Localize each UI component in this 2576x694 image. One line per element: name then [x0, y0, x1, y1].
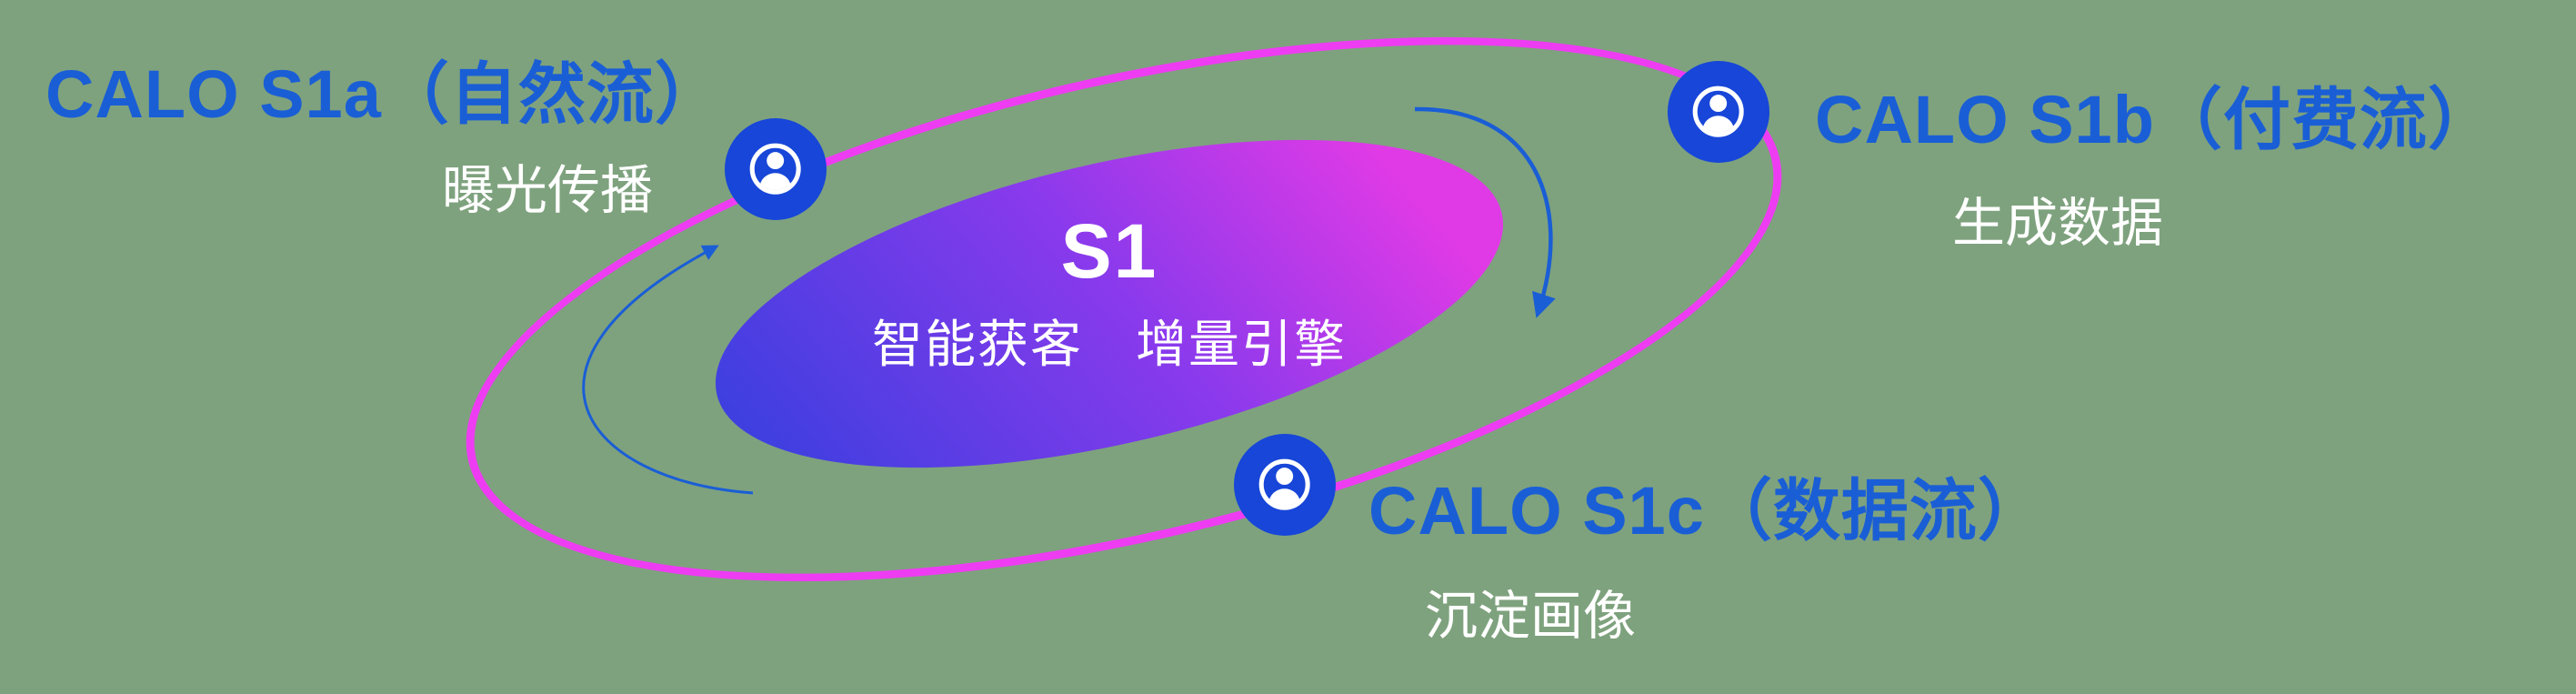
node-s1b — [1668, 61, 1769, 163]
label-title-s1a: CALO S1a（自然流） — [45, 56, 723, 132]
label-subtitle-s1c: 沉淀画像 — [1425, 587, 1637, 646]
core-label: S1 智能获客 增量引擎 — [837, 211, 1382, 377]
core-subtitle: 智能获客 增量引擎 — [872, 316, 1347, 374]
core-title: S1 — [1060, 208, 1158, 294]
label-subtitle-s1a: 曝光传播 — [442, 161, 654, 220]
node-s1a — [725, 118, 827, 220]
person-in-circle-icon — [1245, 445, 1324, 524]
person-in-circle-icon — [736, 129, 815, 208]
label-subtitle-s1b: 生成数据 — [1952, 194, 2164, 253]
person-in-circle-icon — [1679, 72, 1758, 151]
label-title-s1b: CALO S1b（付费流） — [1815, 82, 2496, 157]
label-title-s1c: CALO S1c（数据流） — [1368, 473, 2046, 548]
node-s1c — [1234, 434, 1336, 536]
